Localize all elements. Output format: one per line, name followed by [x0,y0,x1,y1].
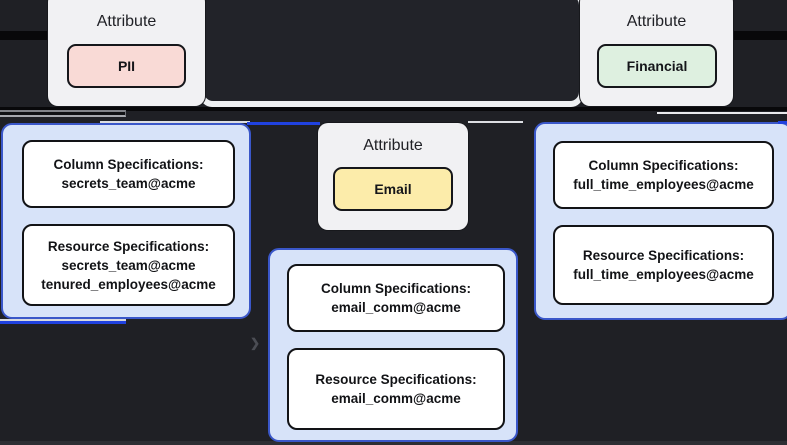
resource-spec-box[interactable]: Resource Specifications: secrets_team@ac… [22,224,235,306]
spec-container-financial[interactable]: Column Specifications: full_time_employe… [534,122,787,320]
edge-fragment-line-b [468,121,523,123]
edge-fragment-line-a [100,121,250,123]
group-title: Attribute [626,13,687,30]
edge-fragment-blue-a [247,122,320,125]
background-band-bottom [0,441,787,445]
spec-title: Column Specifications: [53,157,204,172]
attribute-tag-pii[interactable]: PII [67,44,186,88]
attribute-tag-financial[interactable]: Financial [597,44,717,88]
background-band-middle [0,107,787,111]
group-title: Attribute [363,137,423,154]
column-spec-box[interactable]: Column Specifications: full_time_employe… [553,141,774,209]
attribute-group-financial[interactable]: Attribute Financial [580,0,733,106]
arrowhead-chevron-icon: ❯ [250,336,261,350]
spec-value: full_time_employees@acme [573,177,754,192]
edge-fragment-blue-c [0,321,126,324]
spec-title: Resource Specifications: [582,248,745,263]
attribute-group-pii[interactable]: Attribute PII [48,0,205,106]
cropped-frame-fill [204,0,579,101]
spec-container-pii[interactable]: Column Specifications: secrets_team@acme… [1,123,251,319]
spec-value: email_comm@acme [331,300,461,315]
spec-title: Resource Specifications: [47,238,210,254]
edge-fragment-left-stub [0,110,126,117]
spec-title: Resource Specifications: [315,372,477,387]
spec-value: tenured_employees@acme [41,276,216,292]
edge-fragment-line-right [657,112,787,114]
column-spec-box[interactable]: Column Specifications: secrets_team@acme [22,140,235,208]
edge-fragment-blue-b [778,121,787,124]
resource-spec-box[interactable]: Resource Specifications: full_time_emplo… [553,225,774,305]
spec-title: Column Specifications: [588,158,739,173]
column-spec-box[interactable]: Column Specifications: email_comm@acme [287,264,505,332]
spec-value: secrets_team@acme [61,176,196,191]
spec-value: secrets_team@acme [61,257,196,273]
spec-container-email[interactable]: Column Specifications: email_comm@acme R… [268,248,518,442]
resource-spec-box[interactable]: Resource Specifications: email_comm@acme [287,348,505,430]
edge-fragment-white-c [0,319,126,321]
attribute-tag-email[interactable]: Email [333,167,453,211]
spec-value: full_time_employees@acme [573,267,754,282]
spec-title: Column Specifications: [320,281,472,296]
attribute-group-email[interactable]: Attribute Email [318,123,468,230]
group-title: Attribute [96,13,157,30]
spec-value: email_comm@acme [331,391,461,406]
